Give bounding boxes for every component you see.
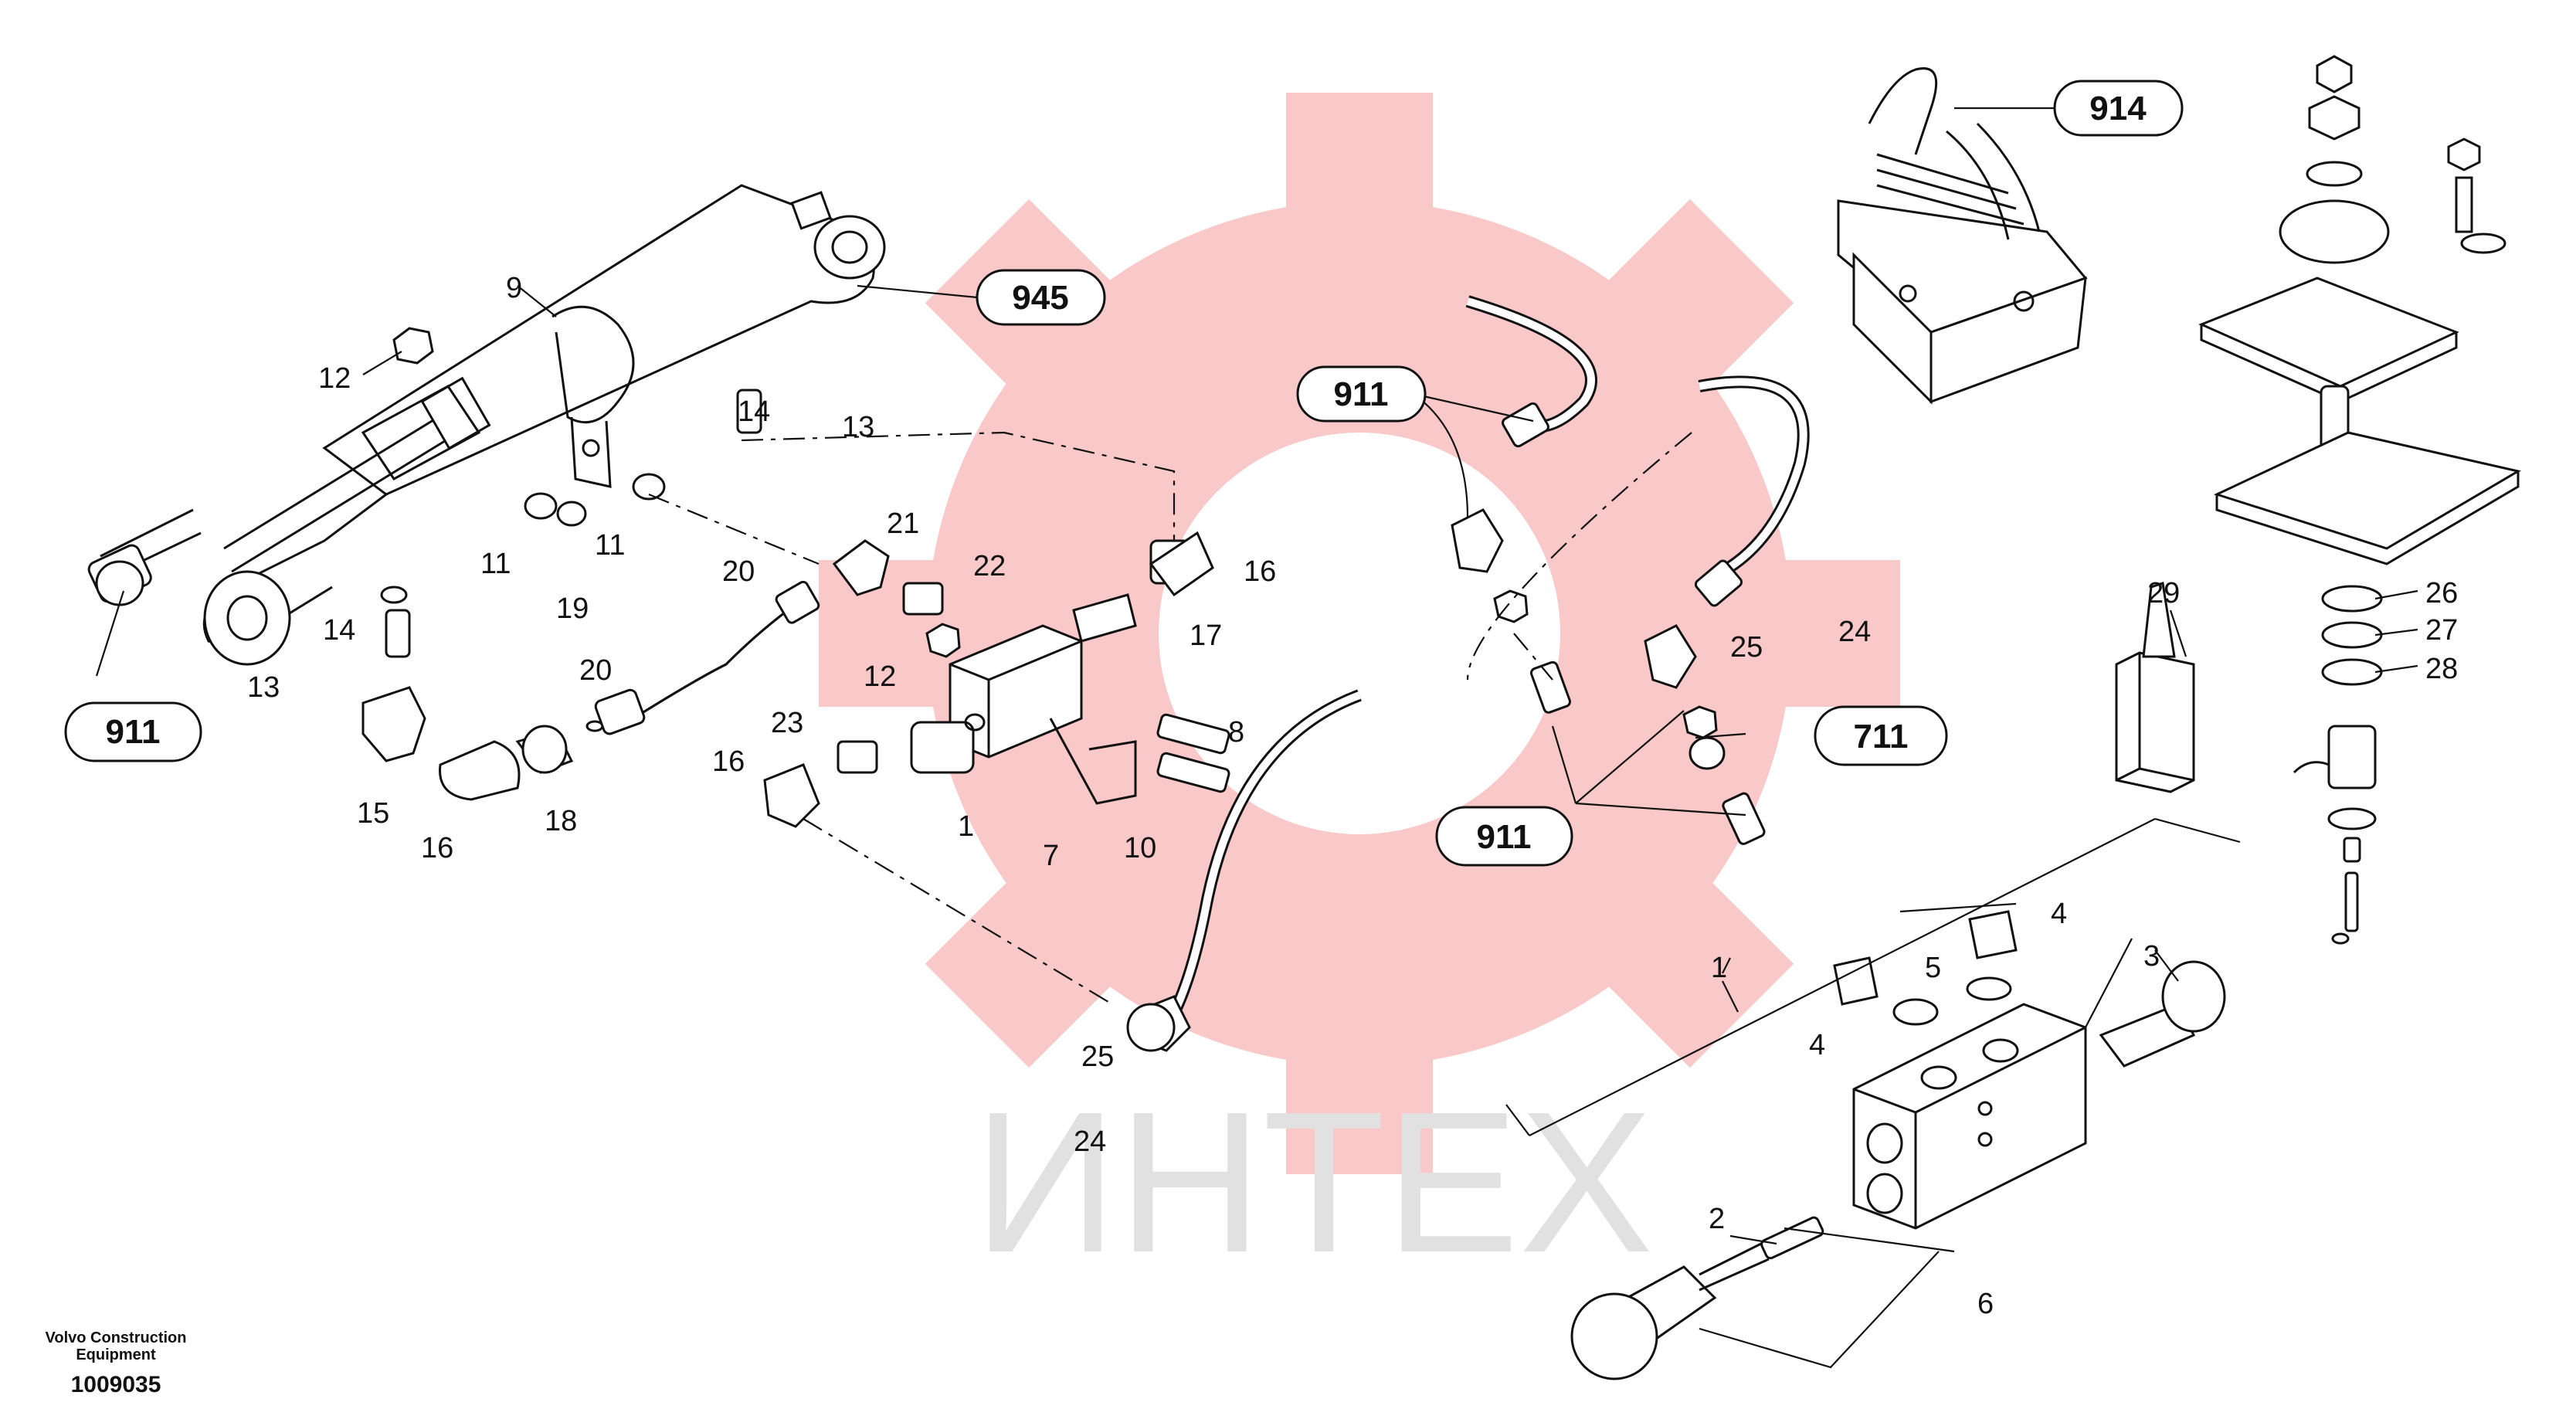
- valve-block-detail: [1570, 910, 2226, 1380]
- pipe-clamp: [552, 305, 635, 488]
- hose-24-upper: [1451, 295, 1810, 845]
- valve-fittings: [832, 531, 1214, 658]
- flow-lines: [648, 431, 1692, 1005]
- part-label: 11: [480, 548, 511, 580]
- hose-24-lower: [1126, 689, 1362, 1052]
- company-name-line1: Volvo Construction: [46, 1329, 187, 1346]
- part-label: 6: [1977, 1288, 1994, 1320]
- title-block: Volvo Construction Equipment 1009035: [46, 1329, 187, 1397]
- part-label: 21: [887, 508, 919, 540]
- callout-911-bottom: 911: [1435, 806, 1573, 867]
- svg-text:911: 911: [1334, 375, 1389, 413]
- small-parts-left: [361, 327, 762, 801]
- company-name-line2: Equipment: [76, 1346, 156, 1363]
- part-label: 2: [1709, 1203, 1725, 1235]
- part-label: 18: [545, 805, 577, 837]
- watermark-gear: [819, 93, 1900, 1174]
- part-labels: 9 12 14 13 11 11 14 13 15 16 18 19 20 20…: [247, 272, 2458, 1320]
- part-label: 17: [1190, 620, 1222, 652]
- part-label: 19: [556, 592, 589, 625]
- part-label: 13: [247, 671, 280, 704]
- part-label: 13: [842, 411, 874, 443]
- part-label: 27: [2425, 614, 2458, 647]
- part-label: 20: [579, 654, 612, 687]
- part-label: 3: [2143, 940, 2160, 973]
- part-label: 14: [738, 396, 770, 428]
- hose-19: [594, 580, 820, 735]
- part-label: 7: [1043, 840, 1059, 872]
- svg-text:711: 711: [1854, 718, 1909, 755]
- svg-text:914: 914: [2089, 90, 2147, 127]
- part-label: 8: [1228, 716, 1244, 749]
- hydraulic-cylinder: [202, 184, 886, 666]
- pedal-valve-stack: [2198, 55, 2522, 945]
- grease-bottle: [2115, 582, 2195, 793]
- joystick-assembly: [1837, 67, 2088, 405]
- part-label: 20: [722, 555, 755, 588]
- callout-945: 945: [976, 269, 1106, 326]
- part-label: 29: [2147, 577, 2180, 609]
- part-label: 23: [771, 707, 803, 739]
- part-label: 28: [2425, 653, 2458, 685]
- valve-block-center: [763, 624, 1230, 828]
- part-label: 9: [506, 272, 522, 304]
- callout-711: 711: [1814, 705, 1948, 766]
- part-label: 4: [1809, 1029, 1825, 1061]
- part-label: 25: [1730, 631, 1763, 664]
- part-label: 25: [1081, 1041, 1114, 1073]
- watermark: ИНТЕХ: [819, 93, 1900, 1295]
- part-label: 15: [357, 797, 389, 830]
- part-label: 5: [1925, 952, 1941, 984]
- callout-914: 914: [2053, 80, 2184, 137]
- watermark-text: ИНТЕХ: [973, 1071, 1653, 1295]
- part-label: 16: [712, 745, 745, 778]
- svg-text:945: 945: [1012, 279, 1068, 317]
- part-label: 22: [973, 550, 1006, 582]
- part-label: 10: [1124, 832, 1156, 864]
- part-label: 4: [2051, 898, 2067, 930]
- part-label: 14: [323, 614, 355, 647]
- part-label: 16: [1244, 555, 1276, 588]
- part-label: 12: [318, 362, 351, 395]
- leader-lines: [95, 107, 2418, 1369]
- part-label: 1: [958, 810, 974, 843]
- callout-911-left: 911: [64, 701, 202, 762]
- part-label: 11: [595, 529, 625, 562]
- part-label: 24: [1074, 1126, 1106, 1158]
- drawing-number: 1009035: [71, 1372, 161, 1397]
- left-hose-end: [87, 508, 202, 606]
- part-label: 12: [864, 660, 896, 693]
- part-label: 1: [1711, 952, 1727, 984]
- svg-text:911: 911: [106, 713, 161, 751]
- part-label: 16: [421, 832, 453, 864]
- part-label: 24: [1838, 616, 1871, 648]
- svg-text:911: 911: [1477, 818, 1532, 856]
- part-label: 26: [2425, 577, 2458, 609]
- callout-911-top: 911: [1296, 365, 1427, 423]
